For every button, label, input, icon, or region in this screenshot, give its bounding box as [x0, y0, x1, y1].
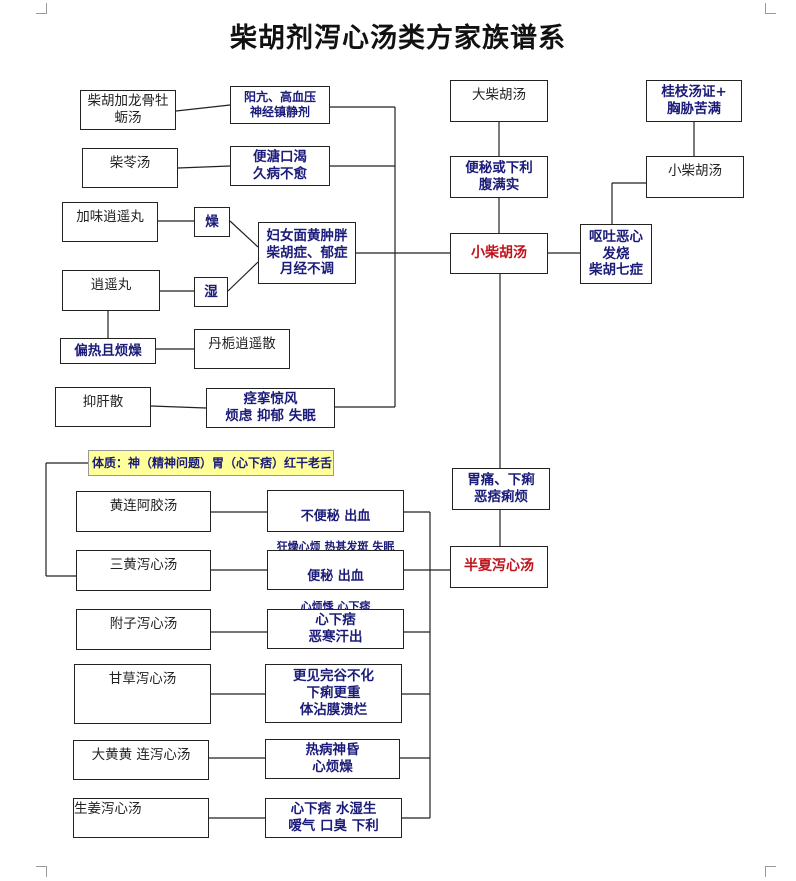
chailing-symptoms: 便溏口渴 久病不愈: [230, 146, 330, 186]
corner-mark-top-left: [36, 3, 47, 14]
women-symptoms: 妇女面黄肿胖 柴胡症、郁症 月经不调: [258, 222, 356, 284]
diagram-title: 柴胡剂泻心汤类方家族谱系: [230, 23, 566, 54]
huanglian-ejiao-symptoms: 不便秘 出血 狂燥心烦 热甚发斑 失眠: [267, 490, 404, 553]
banxia-xiexin-tang-core: 半夏泻心汤: [450, 546, 548, 588]
da-chaihu-symptoms: 便秘或下利 腹满实: [450, 156, 548, 198]
constitution-note: 体质：神（精神问题）胃（心下痞）红干老舌: [88, 450, 334, 476]
yigan-symptoms: 痉挛惊风 烦虑 抑郁 失眠: [206, 388, 335, 428]
sanhuang-symptoms: 便秘 出血 心烦悸 心下痞: [267, 550, 404, 613]
corner-mark-top-right: [765, 3, 776, 14]
sanhuang-xiexin-tang-box: 三黄泻心汤: [76, 550, 211, 591]
corner-mark-bottom-left: [36, 866, 47, 877]
huanglian-ejiao-tang-box: 黄连阿胶汤: [76, 491, 211, 532]
xiao-chaihu-tang-box: 小柴胡汤: [646, 156, 744, 198]
fuzi-symptoms: 心下痞 恶寒汗出: [267, 609, 404, 649]
xiao-chaihu-symptoms: 呕吐恶心 发烧 柴胡七症: [580, 224, 652, 284]
corner-mark-bottom-right: [765, 866, 776, 877]
gancao-xiexin-tang-box: 甘草泻心汤: [74, 664, 211, 724]
da-chaihu-tang-box: 大柴胡汤: [450, 80, 548, 122]
shi-damp-box: 湿: [194, 277, 228, 307]
shengjiang-xiexin-tang-box: 生姜泻心汤: [73, 798, 209, 838]
chailing-tang-box: 柴苓汤: [82, 148, 178, 188]
shengjiang-symptoms: 心下痞 水湿生 嗳气 口臭 下利: [265, 798, 402, 838]
dahuang-symptoms: 热病神昏 心烦燥: [265, 739, 400, 779]
pianre-fanzao-box: 偏热且烦燥: [60, 338, 156, 364]
huanglian-ejiao-symptom-line1: 不便秘 出血: [300, 509, 371, 524]
wei-tong-xia-li-symptoms: 胃痛、下痢 恶痞痢烦: [452, 468, 550, 510]
yigan-san-box: 抑肝散: [55, 387, 151, 427]
chaihu-longgu-muli-tang-box: 柴胡加龙骨牡 蛎汤: [80, 90, 176, 130]
xiao-chaihu-tang-core: 小柴胡汤: [450, 233, 548, 274]
fuzi-xiexin-tang-box: 附子泻心汤: [76, 609, 211, 650]
jiawei-xiaoyao-wan-box: 加味逍遥丸: [62, 202, 158, 242]
danzhi-xiaoyao-san-box: 丹栀逍遥散: [194, 329, 290, 369]
dahuang-huanglian-xiexin-tang-box: 大黄黄 连泻心汤: [73, 740, 209, 780]
guizhi-tang-symptoms: 桂枝汤证+ 胸胁苦满: [646, 80, 742, 122]
gancao-symptoms: 更见完谷不化 下痢更重 体沾膜溃烂: [265, 664, 402, 723]
xiaoyao-wan-box: 逍遥丸: [62, 270, 160, 311]
longgu-symptoms: 阳亢、高血压 神经镇静剂: [230, 86, 330, 124]
sanhuang-symptom-line1: 便秘 出血: [307, 569, 364, 584]
zao-dry-box: 燥: [194, 207, 230, 237]
